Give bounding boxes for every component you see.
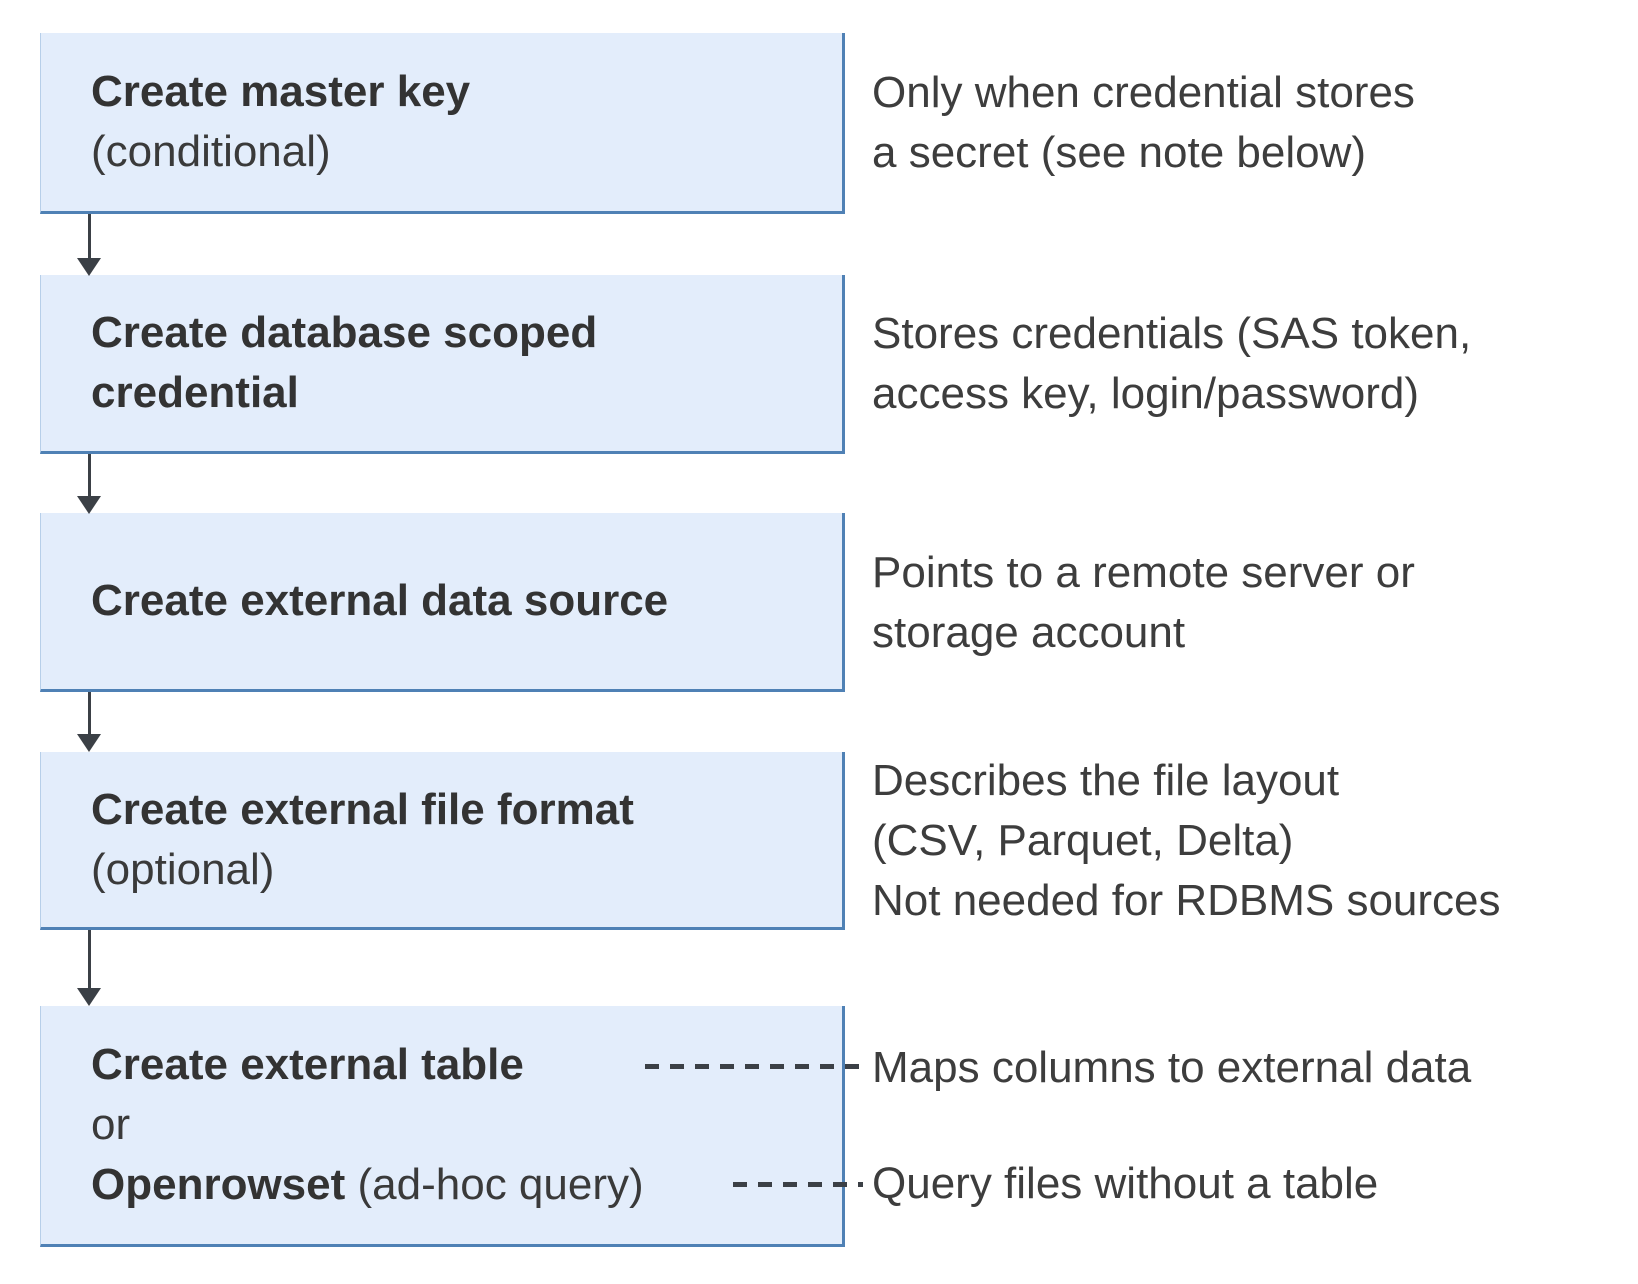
step-title: Create database scoped credential [91, 308, 598, 417]
step-box-create-external-data-source: Create external data source [40, 513, 845, 692]
note-external-file-format: Describes the file layout (CSV, Parquet,… [872, 756, 1501, 925]
step-box-create-master-key: Create master key (conditional) [40, 33, 845, 214]
dashed-connector-external-table [645, 1064, 863, 1069]
note-external-table: Maps columns to external data [872, 1043, 1472, 1092]
down-arrow-icon [77, 214, 101, 276]
step-title: Create external data source [91, 576, 669, 625]
openrowset-label: Openrowset [91, 1160, 346, 1209]
down-arrow-icon [77, 454, 101, 514]
create-external-table-label: Create external table [91, 1040, 524, 1089]
step-subtitle: (optional) [91, 844, 275, 894]
openrowset-line: Openrowset (ad-hoc query) [91, 1155, 842, 1215]
or-label: or [91, 1100, 131, 1149]
note-openrowset: Query files without a table [872, 1159, 1379, 1208]
down-arrow-icon [77, 692, 101, 752]
step-title: Create master key [91, 67, 471, 116]
note-external-data-source: Points to a remote server or storage acc… [872, 548, 1415, 657]
note-database-scoped-credential: Stores credentials (SAS token, access ke… [872, 309, 1472, 418]
adhoc-query-qualifier: (ad-hoc query) [345, 1160, 644, 1209]
step-box-create-database-scoped-credential: Create database scoped credential [40, 275, 845, 454]
step-box-create-external-table-or-openrowset: Create external table or Openrowset (ad-… [40, 1006, 845, 1247]
step-box-create-external-file-format: Create external file format (optional) [40, 752, 845, 930]
or-separator-line: or [91, 1095, 842, 1155]
step-title: Create external file format [91, 784, 634, 834]
note-master-key: Only when credential stores a secret (se… [872, 68, 1415, 177]
step-title-line: Create external table [91, 1035, 842, 1095]
down-arrow-icon [77, 930, 101, 1006]
step-subtitle: (conditional) [91, 127, 331, 176]
dashed-connector-openrowset [733, 1182, 863, 1187]
